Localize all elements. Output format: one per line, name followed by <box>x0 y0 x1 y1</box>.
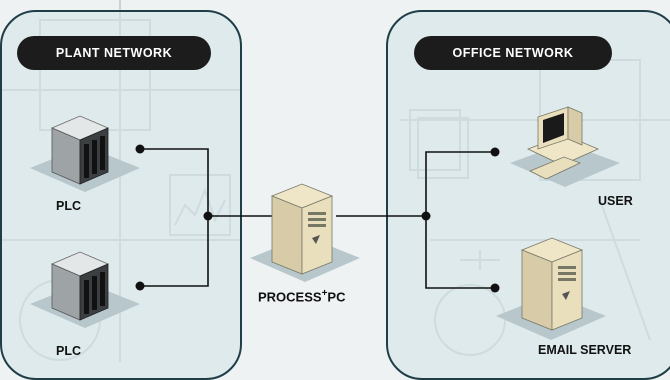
user-workstation-icon[interactable] <box>510 105 620 195</box>
wire-email <box>425 216 495 289</box>
user-label: USER <box>598 194 633 208</box>
plc-rack-icon[interactable] <box>30 108 140 198</box>
wire-user <box>425 151 495 216</box>
junction-dot-plant <box>203 211 213 221</box>
node-dot-plc-bottom <box>135 281 145 291</box>
wire-plc-top <box>140 148 209 216</box>
network-wires <box>135 144 500 293</box>
email-server-label: EMAIL SERVER <box>538 343 632 357</box>
office-network-title: OFFICE NETWORK <box>414 36 612 70</box>
email-server-tower-icon[interactable] <box>496 236 606 346</box>
node-dot-plc-top <box>135 144 145 154</box>
wire-plc-bottom <box>140 216 209 287</box>
process-pc-tower-icon[interactable] <box>250 178 360 288</box>
plc-bottom-label: PLC <box>56 344 81 358</box>
junction-dot-office <box>421 211 431 221</box>
plant-network-title: PLANT NETWORK <box>17 36 211 70</box>
plc-rack-icon[interactable] <box>30 244 140 334</box>
plc-top-label: PLC <box>56 199 81 213</box>
node-dot-email <box>490 283 500 293</box>
plant-network-zone <box>0 10 242 380</box>
node-dot-user <box>490 147 500 157</box>
process-pc-label: PROCESS+PC <box>258 288 346 305</box>
